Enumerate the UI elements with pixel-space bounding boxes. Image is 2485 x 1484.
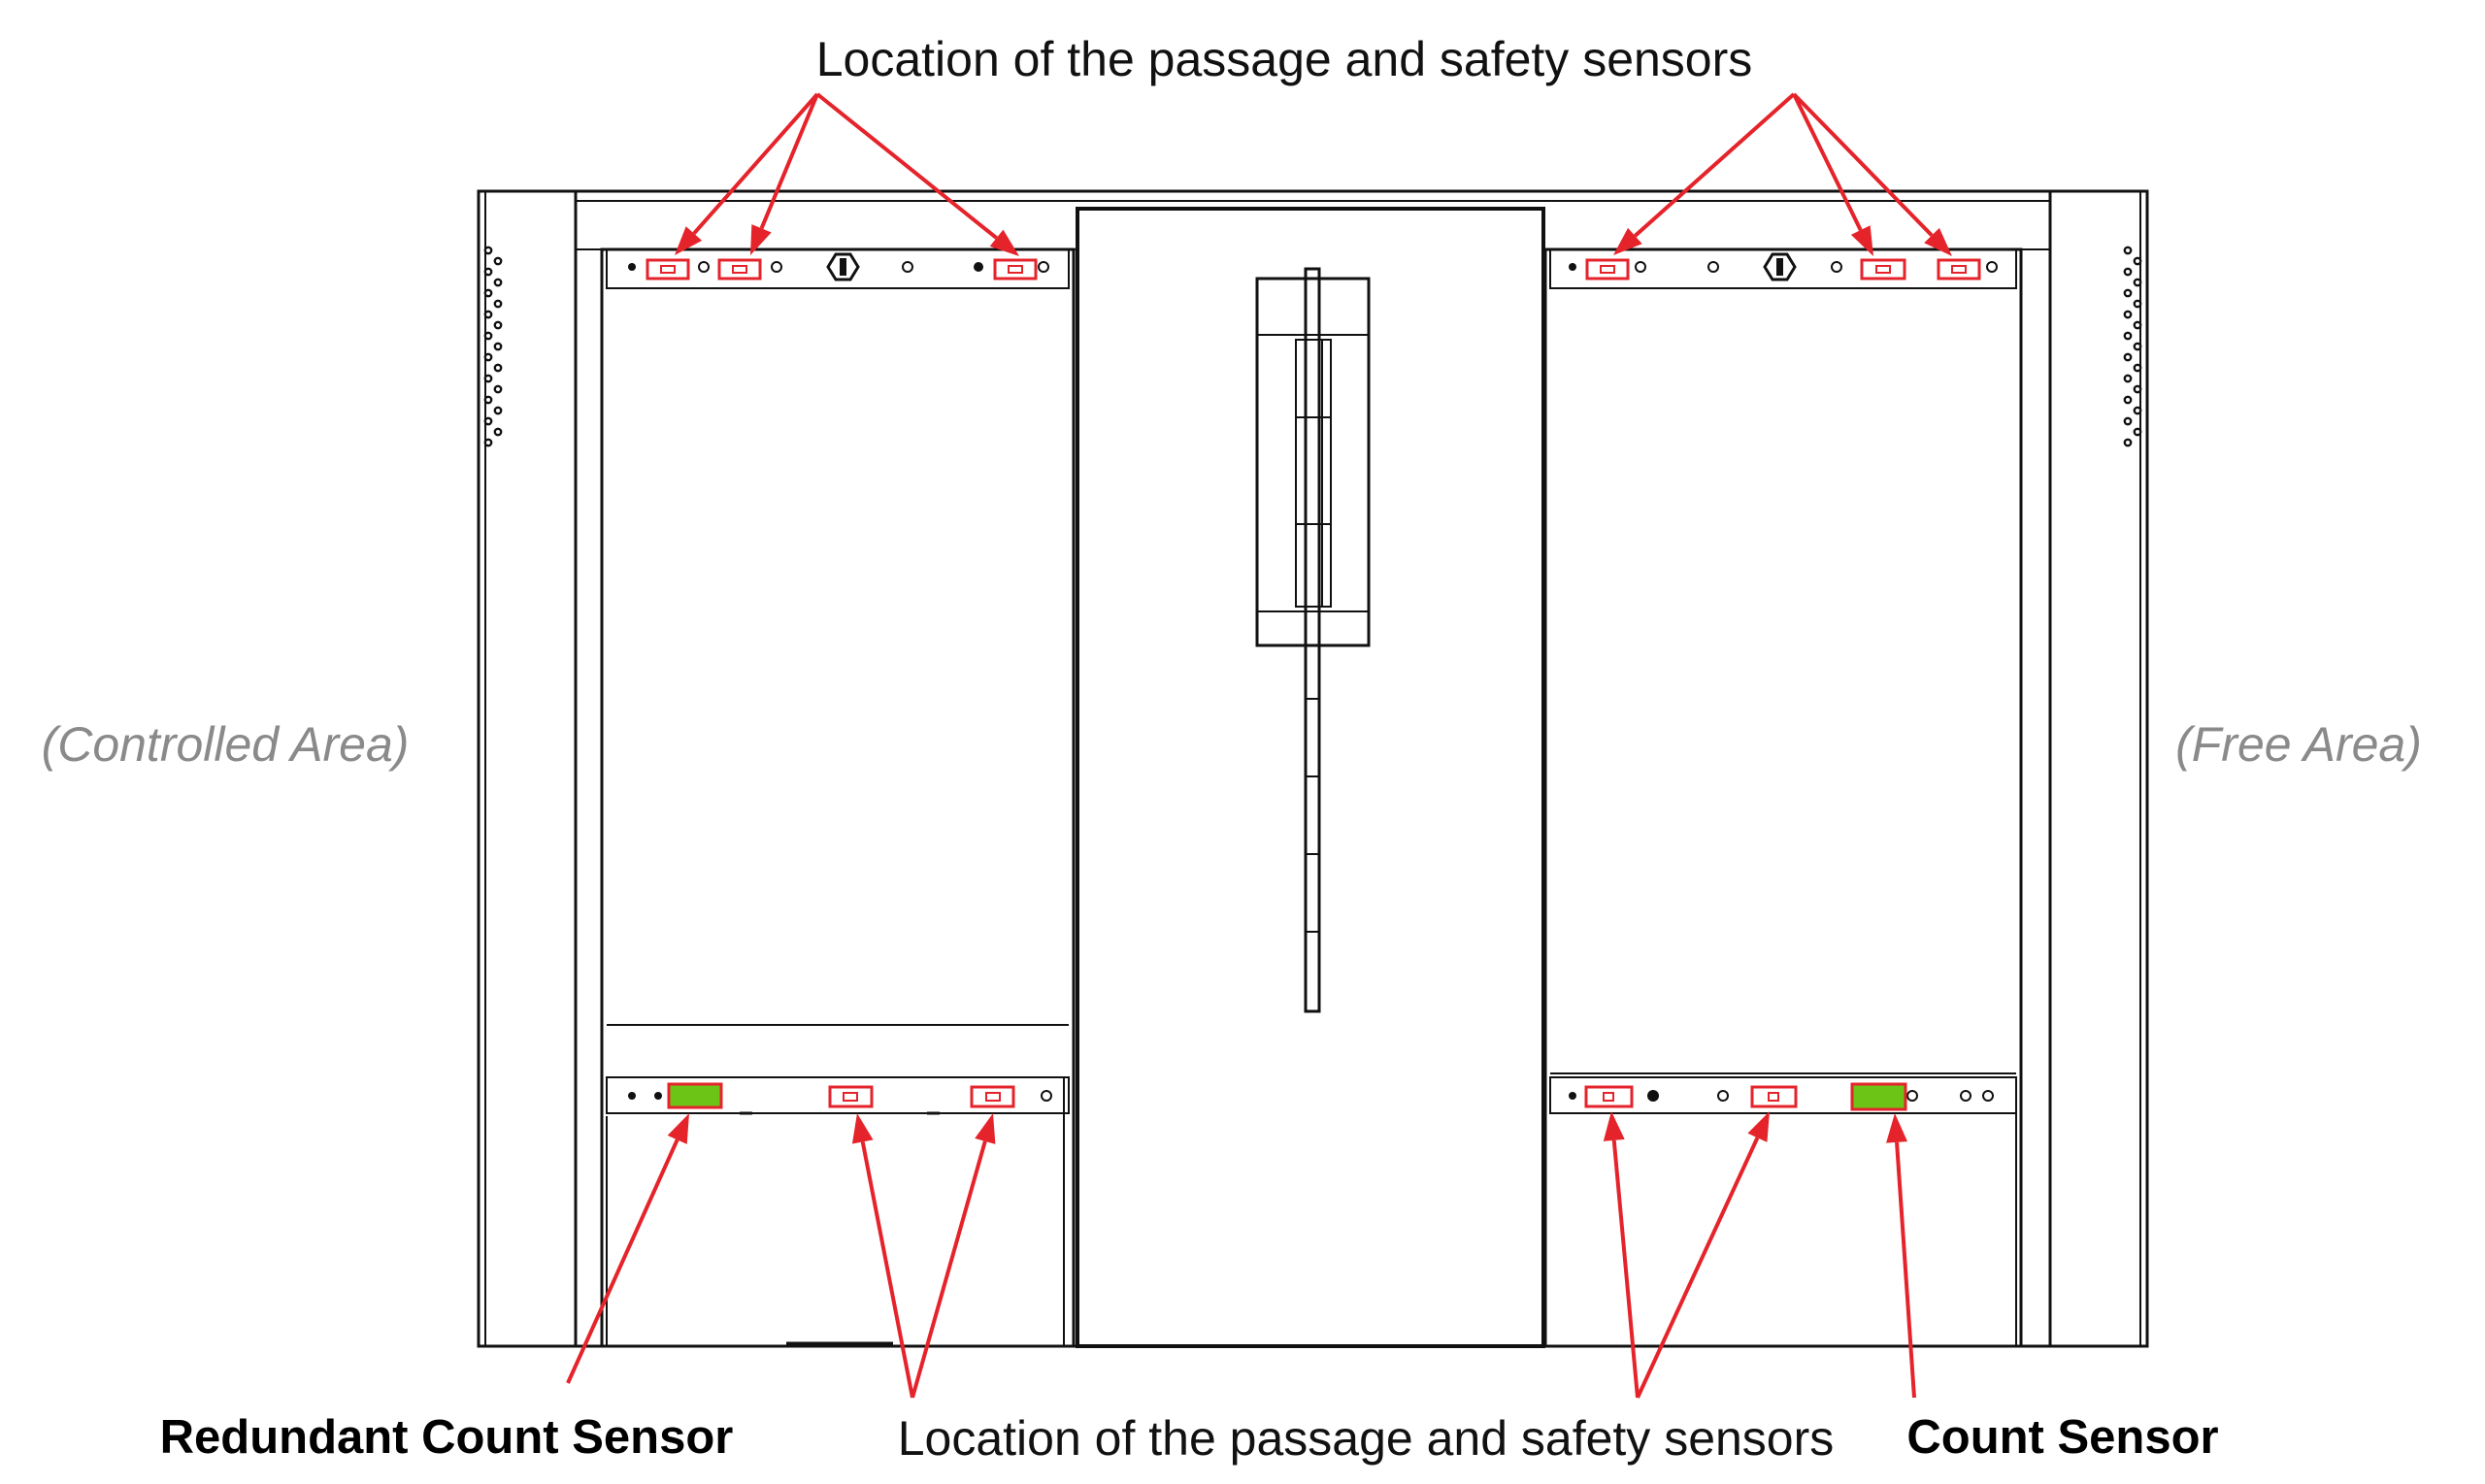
arrow-head [975,1113,996,1144]
vent-hole [2123,310,2133,319]
vent-hole [483,267,493,277]
arrow-head [1747,1111,1770,1142]
arrow-head [1924,227,1952,256]
left-post [477,189,578,1348]
vent-hole [2123,438,2133,447]
redundant-count-sensor-label: Redundant Count Sensor [160,1411,734,1464]
vent-hole [493,342,503,351]
vent-hole [2123,288,2133,298]
arrow-head [989,229,1019,256]
right-cabinet [1543,247,2023,1348]
pointer-arrows [566,92,1952,1399]
arrow-line [1634,92,1796,238]
vent-hole [2133,256,2142,266]
key-lock-icon [826,252,860,281]
free-area-label: (Free Area) [2175,717,2422,772]
vent-hole [493,299,503,309]
vent-hole [2133,384,2142,394]
vent-hole [2133,320,2142,330]
gate-mechanism [1255,267,1371,1013]
vent-hole [2123,246,2133,255]
arrow-head [851,1113,874,1144]
vent-hole [2133,406,2142,415]
vent-hole [483,374,493,383]
vent-hole [2123,352,2133,362]
arrow-line [1611,1139,1640,1399]
vent-hole [2133,278,2142,287]
vent-holes-left [483,246,503,447]
arrow-head [1603,1111,1625,1141]
vent-hole [483,288,493,298]
arrow-line [566,1138,679,1384]
arrow-head [667,1113,689,1144]
count-sensor [1850,1082,1907,1111]
arrow-line [1636,1137,1760,1399]
sensor-top-left-2 [717,258,762,280]
vent-hole [2123,331,2133,341]
sensor-top-right-3 [1937,258,1981,280]
vent-hole [483,395,493,405]
turnstile-frame [477,189,2149,1348]
vent-hole [493,427,503,437]
sensor-bottom-right-1 [1584,1085,1634,1108]
vent-hole [493,363,503,373]
arrow-head [1613,227,1642,255]
arrow-line [1792,93,1863,231]
sensor-bottom-left-2 [970,1085,1015,1108]
vent-hole [483,310,493,319]
arrow-head [1850,225,1873,256]
vent-hole [2133,363,2142,373]
vent-hole [493,256,503,266]
left-cabinet [600,247,1076,1348]
vent-hole [483,352,493,362]
vent-hole [2123,416,2133,426]
vent-hole [493,320,503,330]
arrow-line [815,92,998,240]
vent-hole [2133,342,2142,351]
sensor-top-left-1 [646,258,690,280]
arrow-line [1895,1141,1916,1399]
sensor-top-left-3 [993,258,1038,280]
vent-hole [493,406,503,415]
arrow-head [675,226,703,255]
vent-hole [2123,374,2133,383]
vent-hole [2123,267,2133,277]
top-sensors-label: Location of the passage and safety senso… [816,32,1753,86]
vent-holes-right [2123,246,2142,447]
sensor-bottom-right-2 [1750,1085,1798,1108]
right-post [2048,189,2149,1348]
vent-hole [2133,299,2142,309]
vent-hole [483,438,493,447]
vent-hole [2123,395,2133,405]
vent-hole [483,416,493,426]
vent-hole [493,384,503,394]
bottom-sensors-label: Location of the passage and safety senso… [898,1411,1835,1466]
count-sensor-label: Count Sensor [1906,1411,2218,1464]
center-cabinet [1076,207,1545,1348]
arrow-head [1886,1113,1908,1143]
sensor-top-right-1 [1585,258,1630,280]
sensor-bottom-left-1 [828,1085,874,1108]
arrow-head [750,224,772,255]
gate-arm [1304,267,1321,1013]
redundant-count-sensor [667,1082,723,1109]
arrow-line [911,1140,987,1399]
vent-hole [493,278,503,287]
arrow-line [1792,92,1934,237]
sensor-top-right-2 [1860,258,1906,280]
arrow-line [860,1141,914,1399]
controlled-area-label: (Controlled Area) [42,717,410,772]
vent-hole [2133,427,2142,437]
vent-hole [483,246,493,255]
arrow-line [692,92,819,235]
key-lock-icon [1763,252,1797,281]
vent-hole [483,331,493,341]
arrow-line [759,93,819,230]
